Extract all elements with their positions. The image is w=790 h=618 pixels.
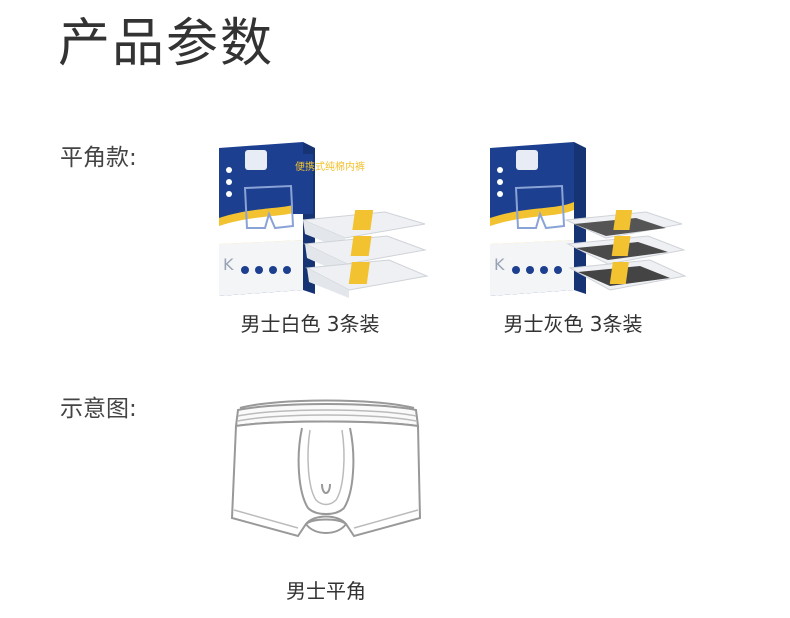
page-title: 产品参数: [58, 14, 275, 74]
product-caption-gray: 男士灰色 3条装: [503, 312, 643, 336]
style-section-label: 平角款:: [60, 145, 137, 171]
box-headline-text: 便携式纯棉内裤: [295, 160, 365, 173]
product-caption-white: 男士白色 3条装: [240, 312, 380, 336]
diagram-caption: 男士平角: [286, 579, 366, 603]
box-side-letter: K: [223, 255, 234, 274]
boxer-diagram: [226, 396, 426, 560]
box-side-letter: K: [494, 255, 505, 274]
product-image-white: 便携式纯棉内裤 K: [215, 140, 430, 304]
product-image-gray: K: [486, 140, 687, 304]
diagram-section-label: 示意图:: [60, 396, 137, 422]
